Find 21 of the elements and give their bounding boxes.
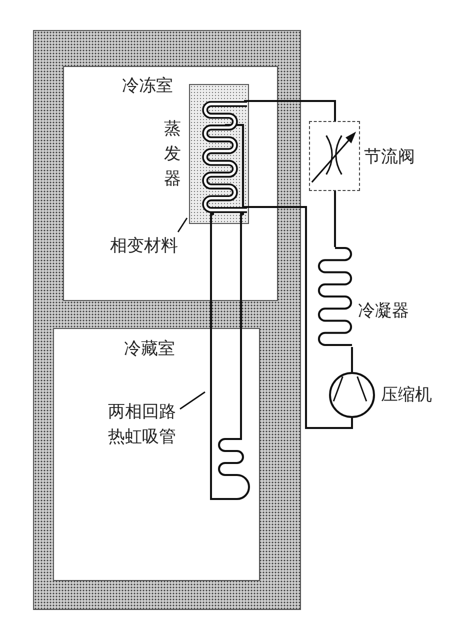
- part-label: 相变材料: [110, 234, 194, 258]
- component-label: 冷凝器: [358, 300, 409, 322]
- pipe: [244, 100, 336, 121]
- component-label: 压缩机: [381, 384, 432, 406]
- freezer-compartment: [63, 66, 278, 301]
- refrigerator-compartment: [53, 328, 260, 581]
- component-label: 节流阀: [364, 146, 415, 168]
- cabinet-wall: [33, 30, 301, 610]
- compartment-label: 冷冻室: [122, 75, 173, 97]
- leader-line: [180, 391, 206, 410]
- component-label: 蒸发器: [164, 118, 182, 191]
- compressor-symbol: [329, 372, 375, 418]
- compartment-label: 冷藏室: [124, 338, 175, 360]
- pipe: [351, 347, 353, 372]
- evaporator-coil: [201, 98, 247, 215]
- throttle-valve-box: [309, 121, 360, 191]
- part-label: 两相回路热虹吸管: [108, 400, 182, 448]
- phase-change-material-box: [189, 84, 249, 224]
- pipe: [244, 206, 353, 429]
- leader-line: [177, 218, 188, 232]
- pipe: [334, 191, 336, 247]
